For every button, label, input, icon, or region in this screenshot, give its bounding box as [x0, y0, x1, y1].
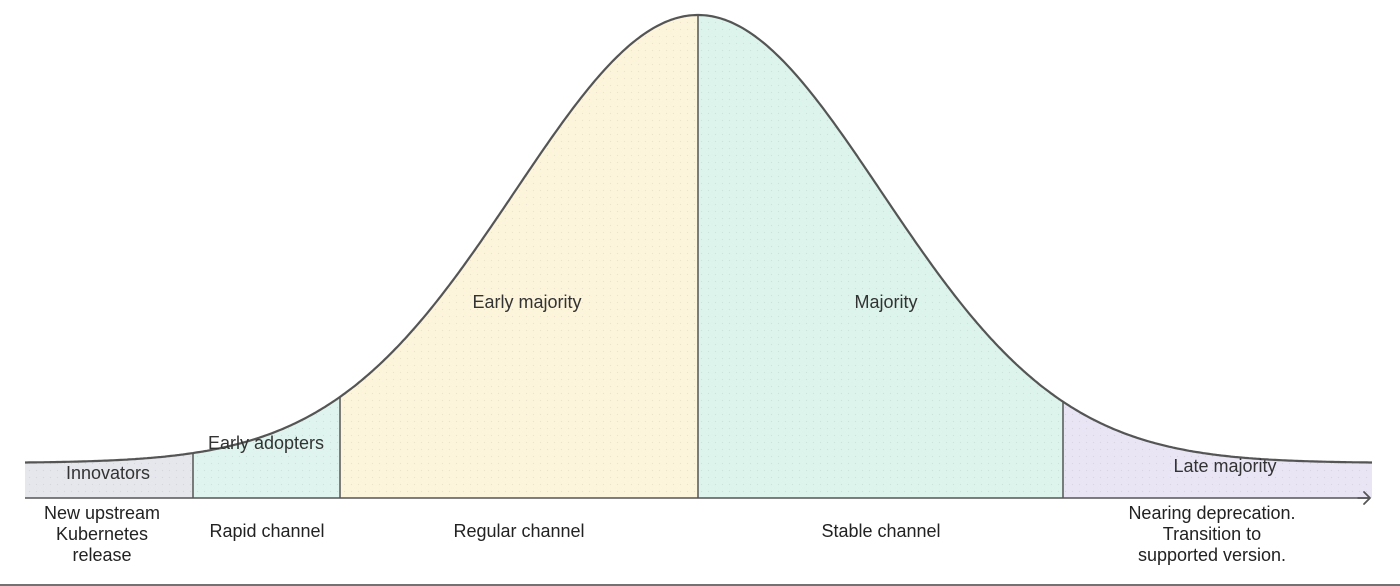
channel-label-line: New upstream — [44, 503, 160, 523]
channel-label-early-adopters: Rapid channel — [209, 521, 324, 541]
segment-label-early-majority: Early majority — [472, 292, 581, 312]
segment-texture-majority — [698, 15, 1063, 498]
x-axis-arrow-icon — [1357, 491, 1371, 505]
segment-texture-early-majority — [340, 15, 698, 498]
channel-label-line: Rapid channel — [209, 521, 324, 541]
channel-label-early-majority: Regular channel — [453, 521, 584, 541]
segment-label-early-adopters: Early adopters — [208, 433, 324, 453]
channel-label-line: Transition to — [1163, 524, 1261, 544]
channel-label-majority: Stable channel — [821, 521, 940, 541]
segment-dividers — [192, 15, 1064, 498]
channel-label-line: Stable channel — [821, 521, 940, 541]
segment-texture-early-adopters — [193, 396, 340, 498]
segment-texture-innovators — [25, 453, 193, 498]
channel-label-line: supported version. — [1138, 545, 1286, 565]
channel-label-line: Kubernetes — [56, 524, 148, 544]
segment-texture-late-majority — [1063, 401, 1372, 498]
segment-labels: Innovators Early adopters Early majority Ma… — [66, 292, 1277, 483]
segment-label-majority: Majority — [854, 292, 917, 312]
bell-curve — [25, 13, 1372, 464]
segment-fills — [25, 15, 1372, 498]
segment-label-innovators: Innovators — [66, 463, 150, 483]
segment-label-late-majority: Late majority — [1173, 456, 1276, 476]
channel-label-line: release — [72, 545, 131, 565]
channel-label-line: Nearing deprecation. — [1128, 503, 1295, 523]
channel-label-line: Regular channel — [453, 521, 584, 541]
